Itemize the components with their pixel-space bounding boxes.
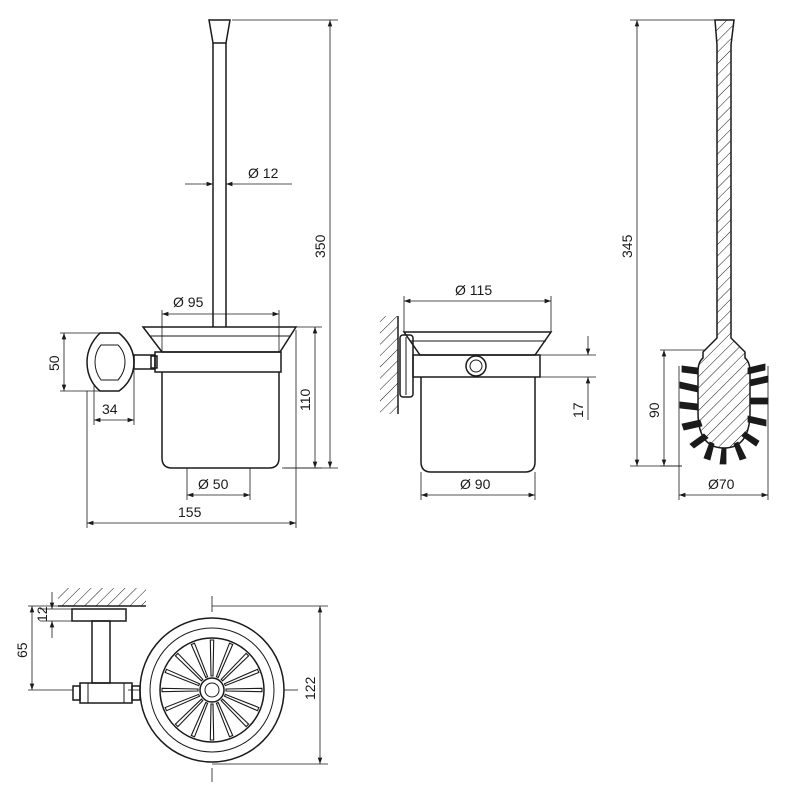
brush-bristles (679, 363, 769, 465)
dim-top-outer-diameter: 122 (302, 676, 318, 700)
bristle-ray (223, 693, 260, 712)
bristle-ray (164, 693, 201, 712)
bristle-ray (190, 701, 209, 738)
dim-brush-head-height: 90 (646, 402, 662, 418)
dim-top-plate-thickness: 12 (34, 606, 50, 622)
bristle-ray (209, 639, 215, 677)
bristle-ray (225, 687, 263, 693)
bristle-ray (223, 668, 260, 687)
bristle-ray (220, 652, 250, 682)
side-wall-hatch (380, 316, 398, 414)
bristle-ray (174, 698, 204, 728)
bristle-ray (164, 668, 201, 687)
bristle-ray (161, 687, 199, 693)
bristle-ray (174, 652, 204, 682)
dim-bracket-width: 34 (102, 401, 118, 417)
dim-top-wall-offset: 65 (14, 642, 30, 658)
bristle-ray (209, 703, 215, 741)
dim-brush-head-diameter: Ø70 (708, 476, 735, 492)
front-cup (141, 326, 298, 469)
side-view: Ø 115 17 Ø 90 (380, 282, 596, 500)
dim-cup-base-diameter: Ø 50 (198, 476, 229, 492)
bristle-ray (215, 701, 234, 738)
dim-side-cup-diameter: Ø 90 (460, 476, 491, 492)
bristle-ray (220, 698, 250, 728)
front-view: Ø 12 350 Ø 95 50 110 34 Ø 50 (46, 19, 338, 528)
dim-cup-height: 110 (297, 388, 313, 411)
top-bristle-rays (161, 639, 263, 741)
bristle-ray (190, 642, 209, 679)
top-wall-hatch (58, 588, 146, 606)
dim-cup-rim-diameter: Ø 95 (173, 294, 204, 310)
front-wall-bracket (86, 332, 158, 392)
dim-total-height: 350 (312, 234, 328, 258)
dim-brush-diameter: Ø 12 (248, 165, 279, 181)
front-brush-handle (208, 19, 231, 327)
dim-side-ring-height: 17 (570, 402, 586, 418)
dim-side-rim-diameter: Ø 115 (455, 282, 492, 298)
dim-bracket-height: 50 (46, 355, 62, 371)
dim-brush-length: 345 (619, 234, 635, 258)
top-view: 12 65 122 (14, 588, 328, 782)
bristle-ray (215, 642, 234, 679)
dim-total-width: 155 (178, 504, 202, 520)
brush-view: 345 90 Ø70 (619, 19, 769, 500)
brush-handle-section (697, 19, 751, 449)
